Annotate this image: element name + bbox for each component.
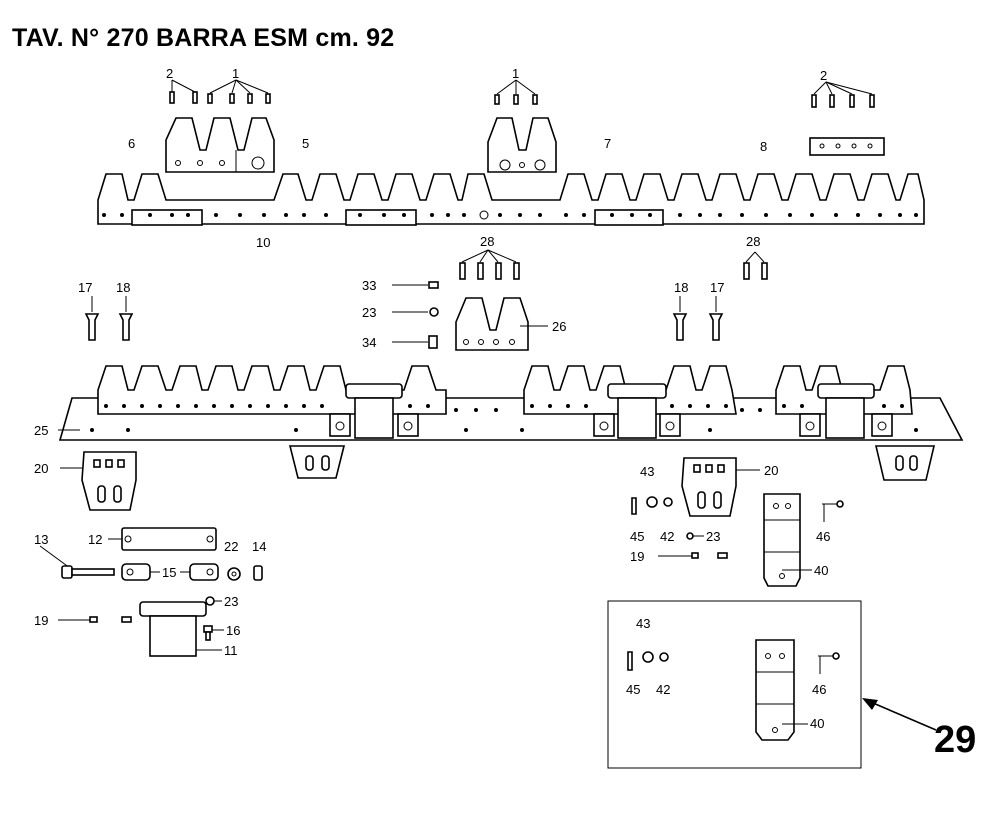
small-parts-33-23-34 — [392, 281, 439, 349]
callout: 20 — [764, 463, 778, 478]
callout: 20 — [34, 461, 48, 476]
callout: 5 — [302, 136, 309, 151]
callout: 2 — [166, 66, 173, 81]
callout: 46 — [816, 529, 830, 544]
pin-19-left — [58, 616, 132, 623]
knife-section-26 — [455, 297, 548, 351]
callout: 23 — [224, 594, 238, 609]
knife-head-left — [329, 383, 419, 439]
callout: 2 — [820, 68, 827, 83]
kit-29-box — [607, 600, 937, 769]
callout: 6 — [128, 136, 135, 151]
callout: 25 — [34, 423, 48, 438]
bolt-17-left — [84, 296, 100, 341]
plate-12 — [108, 527, 217, 551]
screw-16 — [203, 625, 224, 641]
callout: 42 — [656, 682, 670, 697]
callout: 13 — [34, 532, 48, 547]
bolt-13 — [39, 545, 115, 579]
spacer-14 — [253, 565, 263, 581]
callout: 42 — [660, 529, 674, 544]
callout: 15 — [162, 565, 176, 580]
callout: 8 — [760, 139, 767, 154]
rivet-group-2-left — [169, 79, 198, 104]
rivet-group-1-left — [207, 79, 271, 104]
rivet-group-1-center — [494, 79, 538, 105]
bolt-17-right — [708, 296, 724, 341]
rivet-group-28-right — [743, 251, 768, 280]
bracket-40-upper — [763, 493, 844, 587]
washer-23-left — [205, 596, 222, 606]
callout: 17 — [78, 280, 92, 295]
callout: 43 — [640, 464, 654, 479]
callout: 23 — [706, 529, 720, 544]
callout: 11 — [224, 643, 238, 658]
knife-head-right — [799, 383, 893, 439]
callout: 19 — [34, 613, 48, 628]
callout: 43 — [636, 616, 650, 631]
knife-section-6-5 — [165, 117, 275, 173]
plate-8 — [809, 137, 885, 156]
callout: 1 — [512, 66, 519, 81]
callout: 28 — [746, 234, 760, 249]
rivet-group-2-right — [811, 81, 875, 108]
guard-plate-20-left — [60, 451, 137, 511]
callout: 34 — [362, 335, 376, 350]
knife-section-7 — [487, 117, 557, 173]
callout: 10 — [256, 235, 270, 250]
bolt-18-right — [672, 296, 688, 341]
diagram-title: TAV. N° 270 BARRA ESM cm. 92 — [12, 24, 395, 52]
callout: 12 — [88, 532, 102, 547]
cutter-bar-assembly-25 — [58, 365, 964, 481]
callout: 23 — [362, 305, 376, 320]
knife-head-center — [593, 383, 681, 439]
callout: 45 — [626, 682, 640, 697]
callout: 28 — [480, 234, 494, 249]
callout: 22 — [224, 539, 238, 554]
callout: 17 — [710, 280, 724, 295]
callout: 45 — [630, 529, 644, 544]
nut-22 — [227, 567, 241, 581]
callout: 40 — [814, 563, 828, 578]
hardware-43-45-42-upper — [631, 496, 728, 559]
callout-29: 29 — [934, 719, 976, 761]
rivet-group-28-center — [459, 249, 520, 280]
callout: 14 — [252, 539, 266, 554]
callout: 1 — [232, 66, 239, 81]
guard-plate-20-right — [681, 457, 760, 517]
callout: 33 — [362, 278, 376, 293]
callout: 7 — [604, 136, 611, 151]
callout: 19 — [630, 549, 644, 564]
callout: 16 — [226, 623, 240, 638]
callout: 26 — [552, 319, 566, 334]
callout: 46 — [812, 682, 826, 697]
callout: 40 — [810, 716, 824, 731]
callout-labels: 2 1 1 2 6 5 7 8 10 28 28 17 18 18 17 33 … — [34, 66, 976, 761]
spacers-15 — [121, 563, 219, 581]
callout: 18 — [116, 280, 130, 295]
knife-head-11 — [139, 601, 222, 657]
knife-bar-10 — [97, 173, 925, 226]
bolt-18-left — [118, 296, 134, 341]
callout: 18 — [674, 280, 688, 295]
